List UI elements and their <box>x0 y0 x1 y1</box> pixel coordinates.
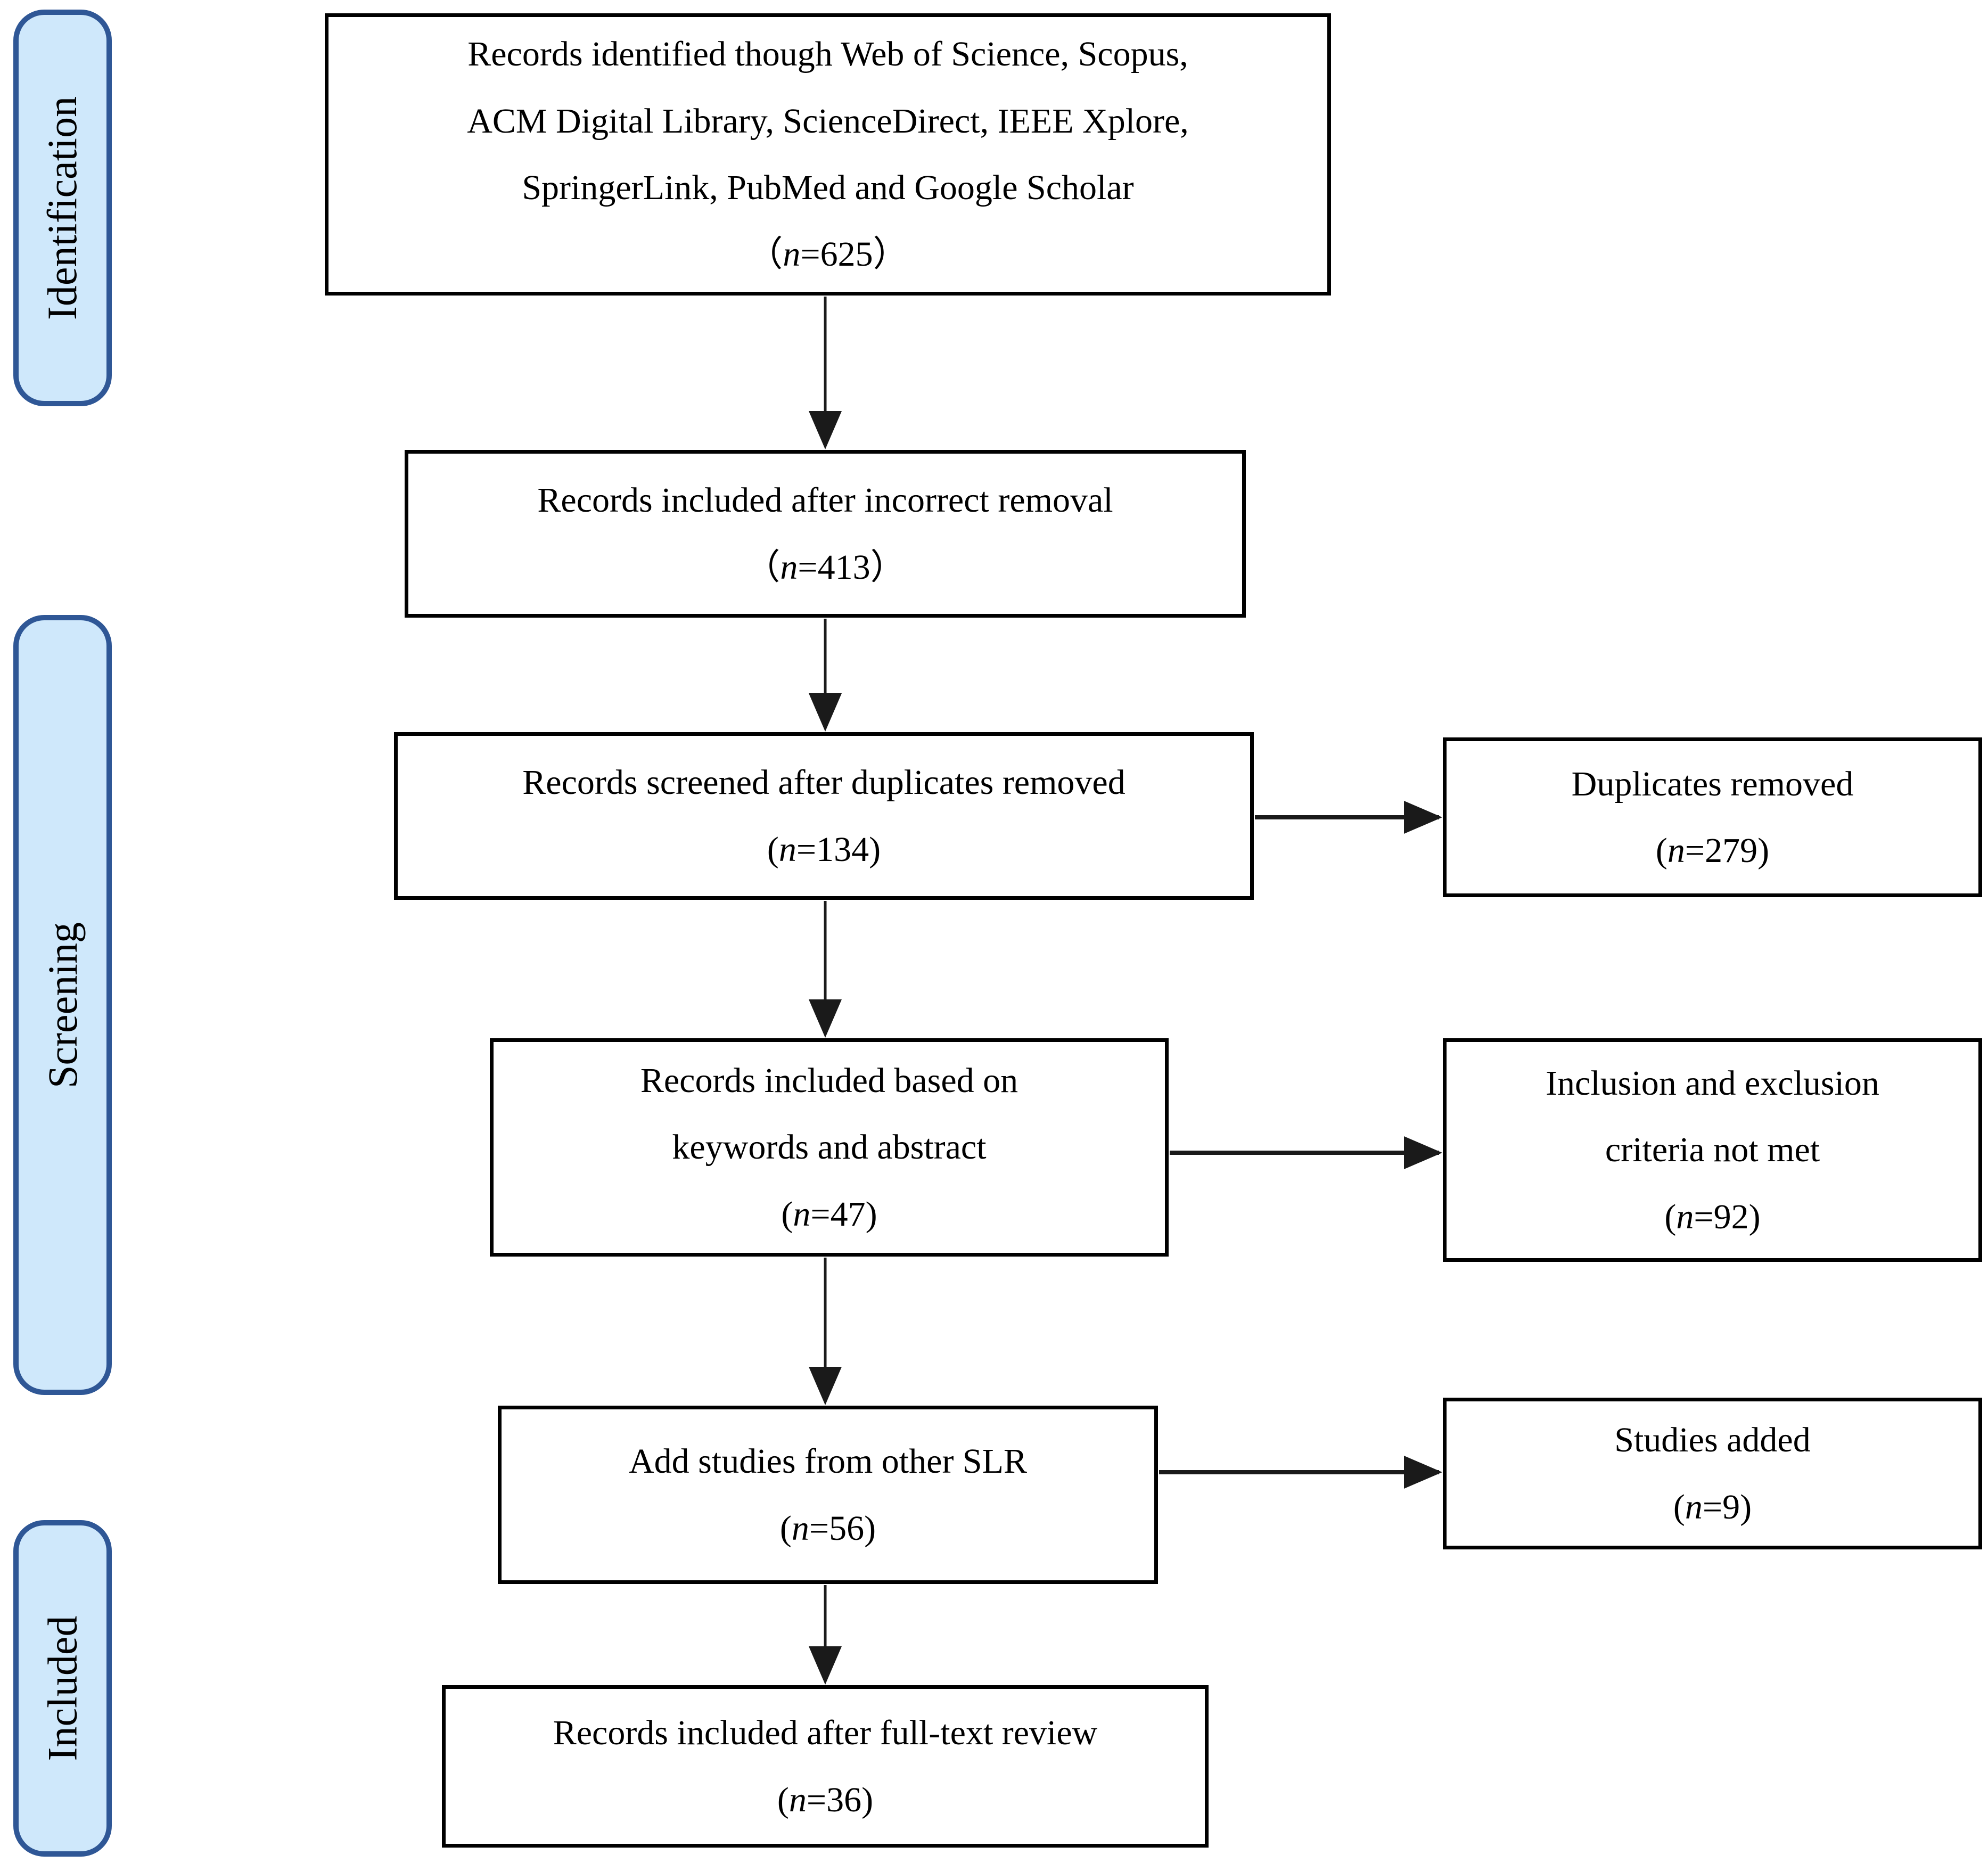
box-text-line: Records included after full-text review <box>553 1713 1098 1753</box>
n-symbol: n <box>1676 1197 1694 1236</box>
n-symbol: n <box>778 830 796 869</box>
paren-open: ( <box>781 1194 793 1234</box>
box-count: （n=625） <box>747 221 908 288</box>
paren-open: ( <box>779 1508 792 1548</box>
box-text-line: Add studies from other SLR <box>629 1442 1027 1481</box>
box-count: (n=279) <box>1656 817 1769 884</box>
count-value: =47) <box>810 1194 877 1234</box>
n-symbol: n <box>780 547 798 587</box>
box-records-included-keywords-abstract: Records included based on keywords and a… <box>490 1038 1169 1257</box>
count-value: =92) <box>1694 1197 1761 1236</box>
box-count: (n=134) <box>767 816 881 883</box>
count-value: =279) <box>1685 831 1770 870</box>
box-text-line: Records included after incorrect removal <box>537 481 1113 520</box>
n-symbol: n <box>1667 831 1685 870</box>
n-symbol: n <box>1685 1487 1703 1527</box>
box-text-line: Duplicates removed <box>1571 764 1854 803</box>
box-records-included-fulltext-review: Records included after full-text review … <box>442 1685 1209 1848</box>
box-text-line: Studies added <box>1614 1421 1811 1460</box>
paren-open: （ <box>745 547 781 587</box>
box-text-line: Records included based on <box>640 1061 1018 1100</box>
count-value: =625） <box>800 235 908 274</box>
stage-screening: Screening <box>13 615 112 1395</box>
n-symbol: n <box>788 1780 807 1819</box>
box-count: （n=413） <box>745 534 905 601</box>
paren-open: ( <box>767 830 779 869</box>
stage-label-included: Included <box>39 1615 86 1761</box>
n-symbol: n <box>791 1508 809 1548</box>
stage-identification: Identification <box>13 10 112 406</box>
box-add-studies-from-other-slr: Add studies from other SLR (n=56) <box>498 1406 1158 1584</box>
box-count: (n=56) <box>780 1495 876 1562</box>
stage-label-screening: Screening <box>39 922 86 1088</box>
box-text-line: Records screened after duplicates remove… <box>522 763 1126 802</box>
paren-open: ( <box>1655 831 1667 870</box>
box-records-screened-after-duplicates: Records screened after duplicates remove… <box>394 732 1254 900</box>
paren-open: ( <box>1673 1487 1685 1527</box>
count-value: =9) <box>1702 1487 1752 1527</box>
box-count: (n=47) <box>781 1181 877 1248</box>
n-symbol: n <box>783 235 801 274</box>
paren-open: ( <box>777 1780 789 1819</box>
box-text-line: criteria not met <box>1605 1130 1820 1170</box>
box-count: (n=9) <box>1673 1474 1752 1540</box>
box-text-line: Inclusion and exclusion <box>1546 1063 1879 1103</box>
box-text-line: SpringerLink, PubMed and Google Scholar <box>522 168 1134 207</box>
box-text-line: ACM Digital Library, ScienceDirect, IEEE… <box>467 101 1189 141</box>
box-text-line: keywords and abstract <box>672 1128 987 1167</box>
box-count: (n=36) <box>777 1767 873 1833</box>
paren-open: ( <box>1664 1197 1677 1236</box>
box-text-line: Records identified though Web of Science… <box>467 35 1188 74</box>
count-value: =134) <box>796 830 881 869</box>
box-count: (n=92) <box>1664 1184 1760 1250</box>
n-symbol: n <box>793 1194 811 1234</box>
box-studies-added: Studies added (n=9) <box>1443 1398 1982 1549</box>
count-value: =36) <box>806 1780 874 1819</box>
box-duplicates-removed: Duplicates removed (n=279) <box>1443 737 1982 897</box>
count-value: =413） <box>798 547 906 587</box>
box-inclusion-exclusion-criteria-not-met: Inclusion and exclusion criteria not met… <box>1443 1038 1982 1262</box>
box-records-identified: Records identified though Web of Science… <box>325 13 1331 296</box>
box-records-after-incorrect-removal: Records included after incorrect removal… <box>405 450 1246 618</box>
count-value: =56) <box>809 1508 876 1548</box>
stage-included: Included <box>13 1520 112 1857</box>
stage-label-identification: Identification <box>39 96 86 320</box>
paren-open: （ <box>747 235 783 274</box>
